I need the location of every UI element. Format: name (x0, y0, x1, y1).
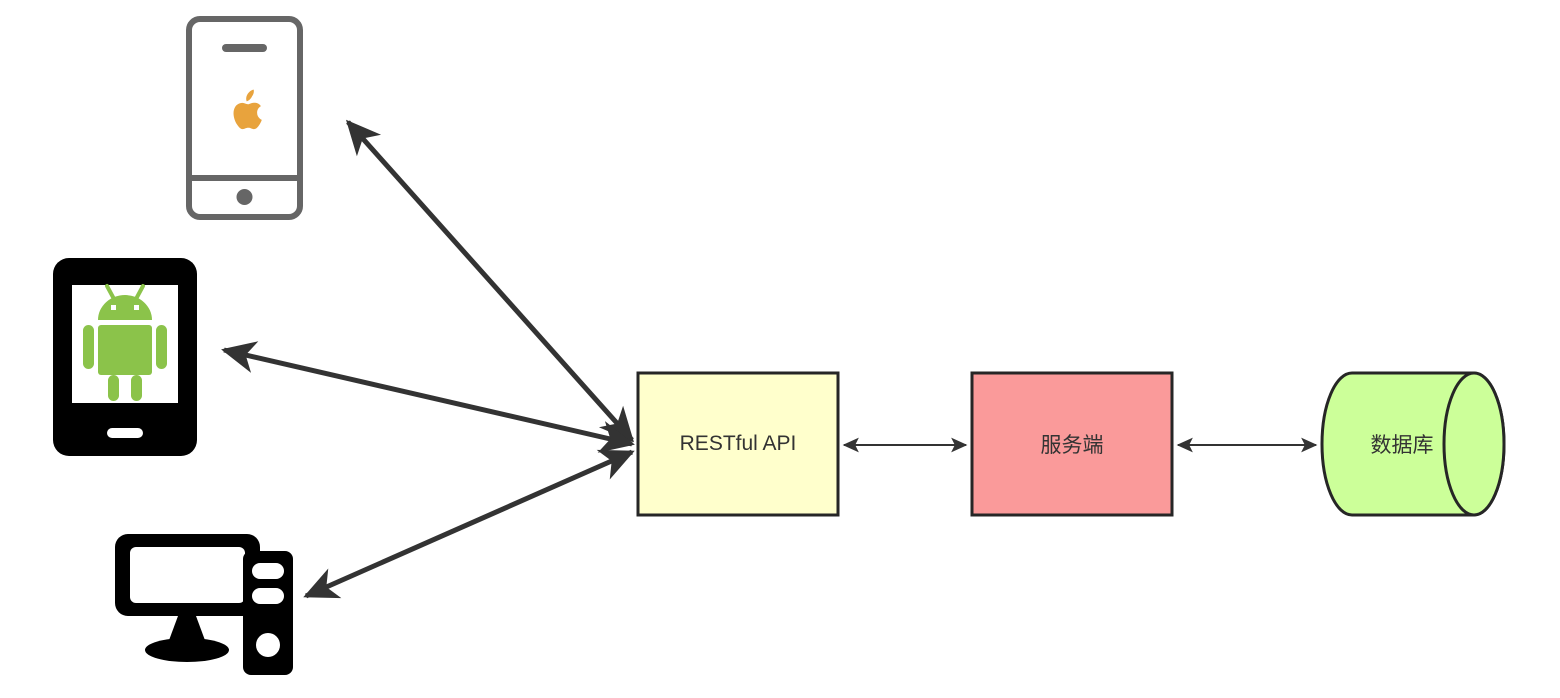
edge-ios-to-api (346, 119, 634, 443)
android-robot-icon (83, 284, 167, 401)
desktop-computer-icon (115, 534, 293, 675)
server-box[interactable] (970, 371, 1174, 517)
restful-api-box[interactable] (636, 371, 840, 517)
edge-android-to-api (221, 341, 635, 453)
database-cylinder[interactable] (1320, 371, 1506, 517)
android-tablet-icon (53, 258, 197, 456)
ios-phone-icon (186, 16, 303, 220)
edge-desktop-to-api (303, 449, 635, 599)
apple-logo-icon (233, 89, 262, 130)
